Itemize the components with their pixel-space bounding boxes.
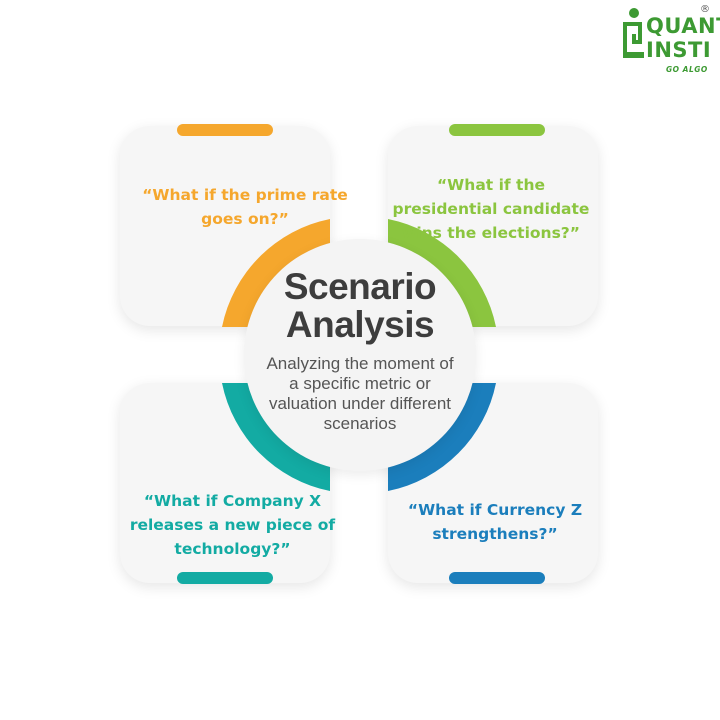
center-description: Analyzing the moment of a specific metri… [266, 354, 454, 433]
scenario-text-presidential: “What if the presidential candidate wins… [392, 176, 590, 242]
scenario-text-prime-rate: “What if the prime rate goes on?” [142, 186, 348, 228]
quantinsti-logo: ® QUANT INSTI GO ALGO [620, 4, 720, 78]
registered-mark: ® [700, 4, 710, 15]
logo-tagline: GO ALGO [666, 65, 708, 74]
logo-mark-icon [623, 8, 644, 58]
card-tab-orange [177, 124, 273, 136]
card-tab-blue [449, 572, 545, 584]
logo-word-insti: INSTI [646, 38, 712, 62]
center-title: Scenario Analysis [283, 266, 437, 345]
card-tab-green [449, 124, 545, 136]
card-tab-teal [177, 572, 273, 584]
scenario-text-company-x: “What if Company X releases a new piece … [129, 492, 336, 558]
scenario-text-currency-z: “What if Currency Z strengthens?” [407, 501, 583, 543]
center-circle [244, 239, 476, 471]
ring-segment-teal [222, 383, 330, 491]
logo-word-quant: QUANT [646, 14, 720, 38]
